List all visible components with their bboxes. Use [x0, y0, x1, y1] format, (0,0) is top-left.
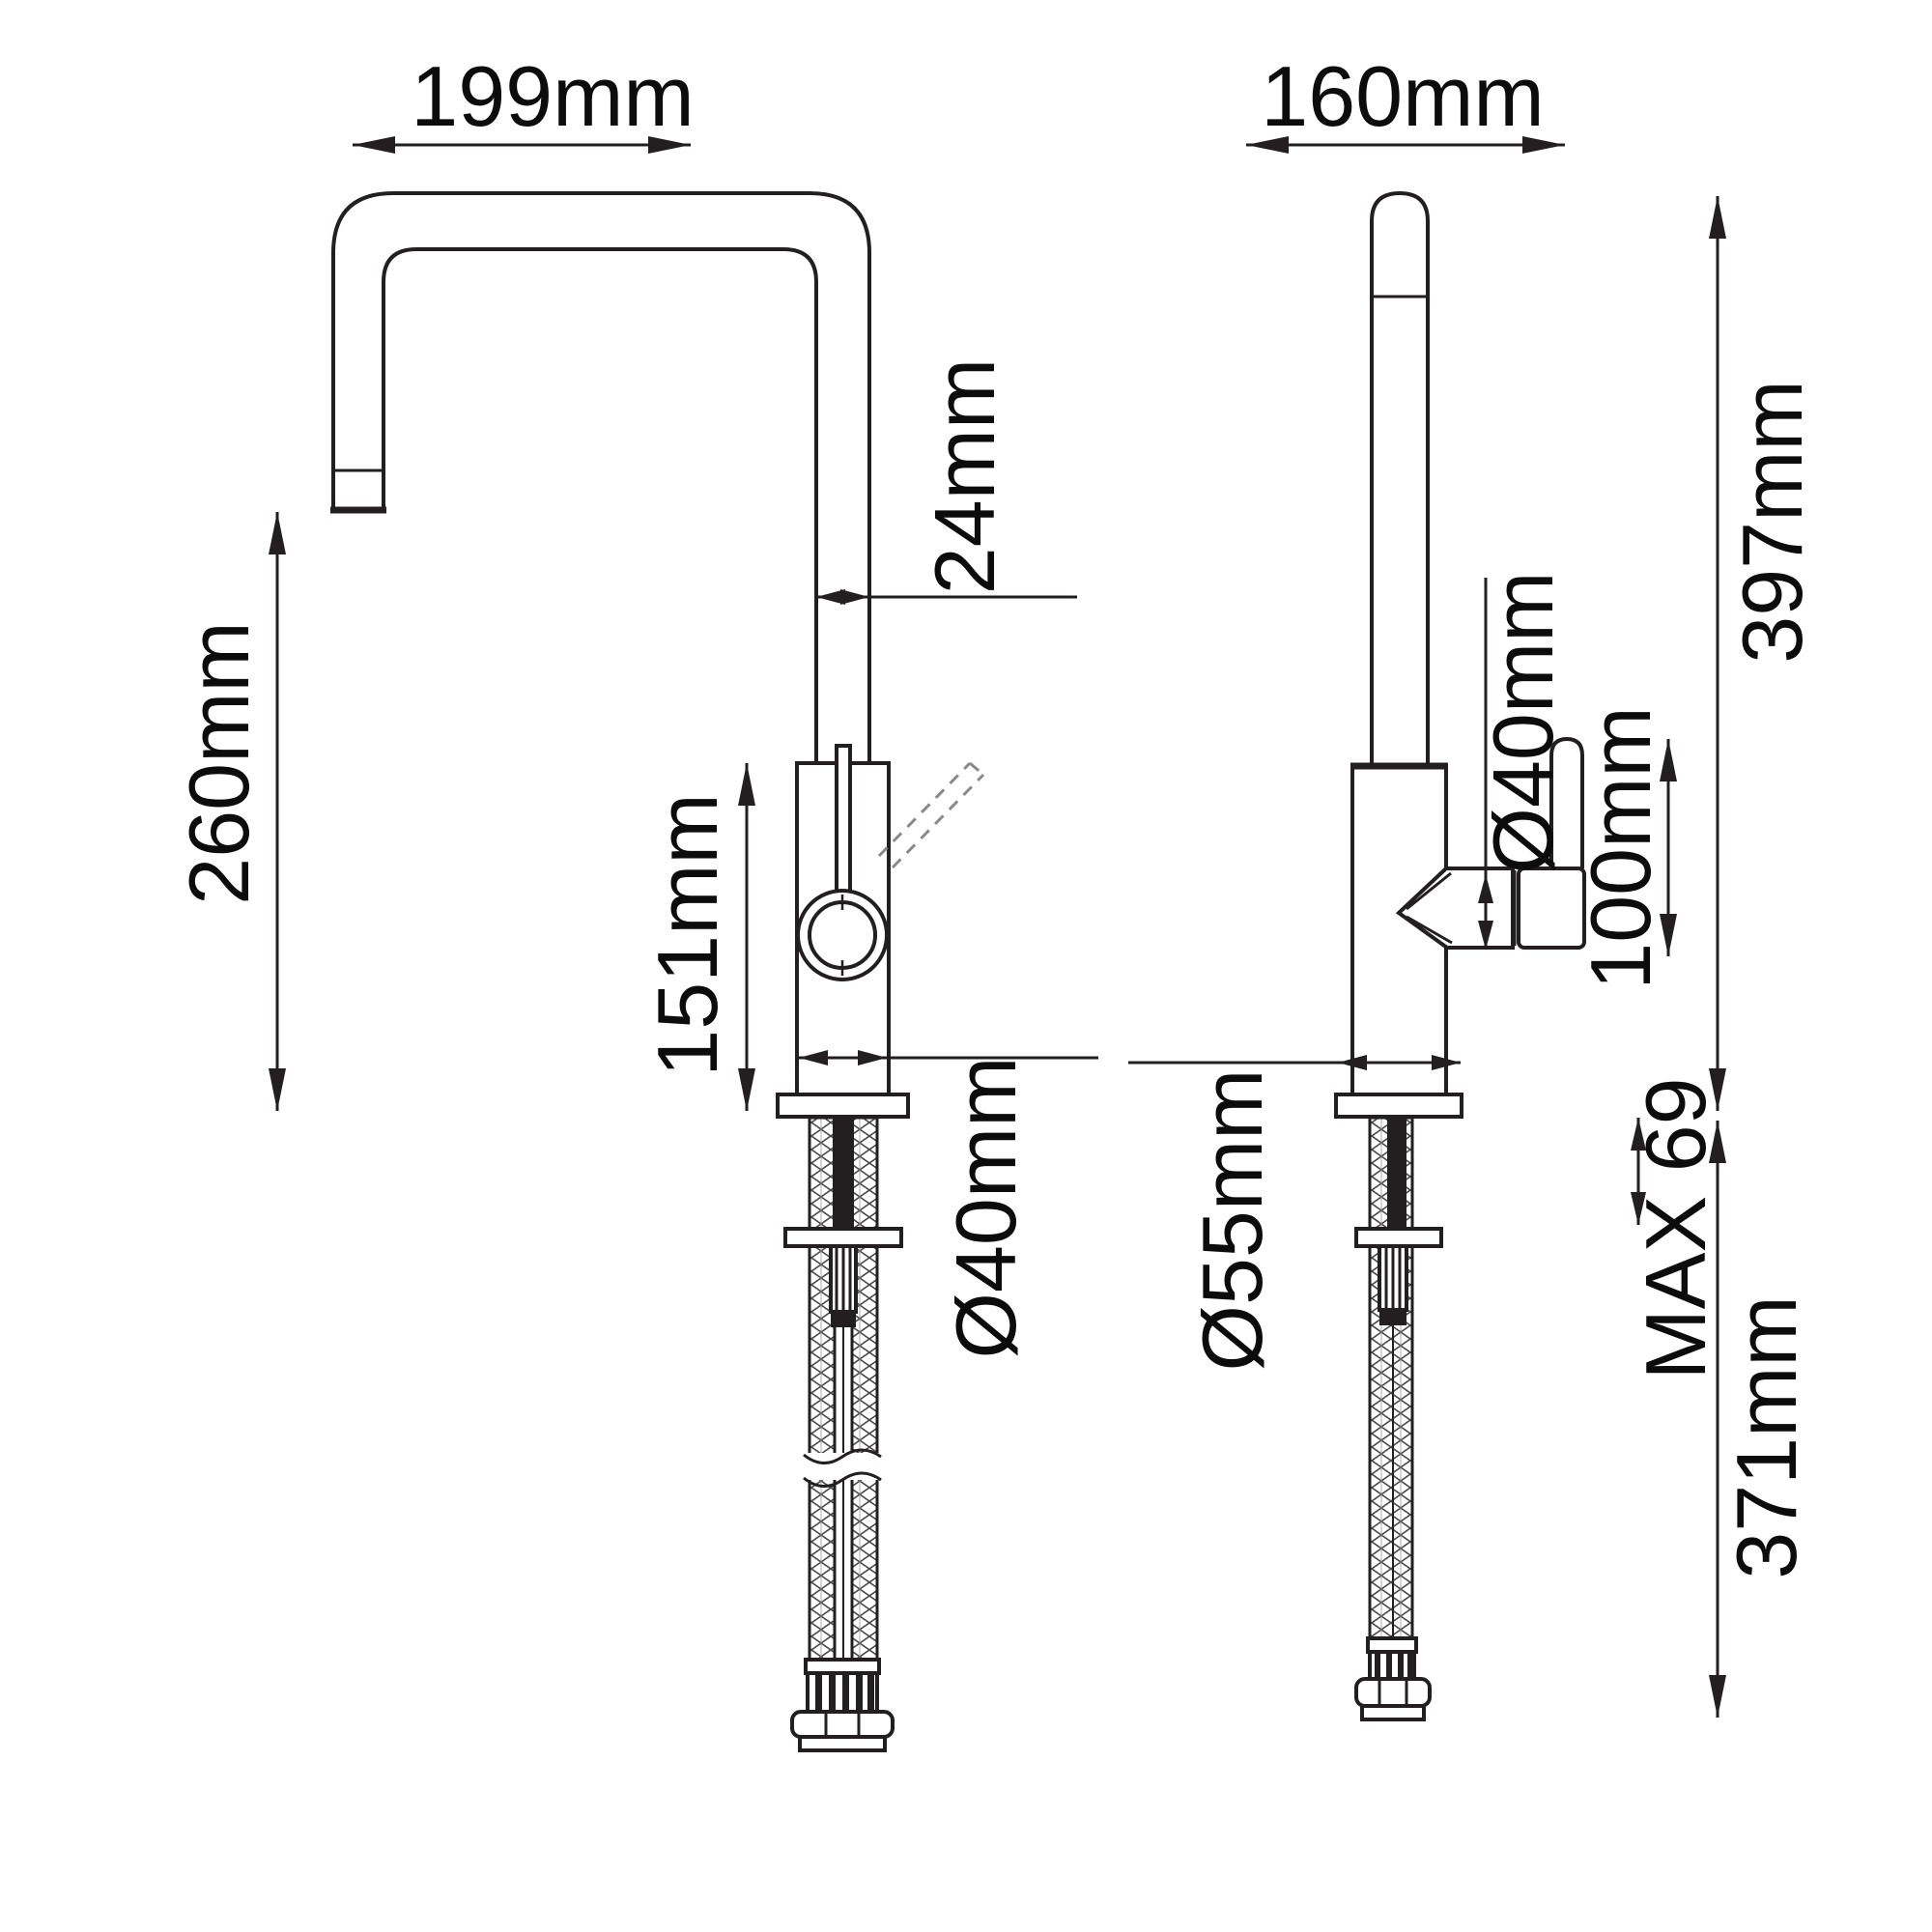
handle-pin	[835, 744, 852, 895]
arrowhead-up	[1478, 874, 1493, 903]
dim-body-height-label: 151mm	[639, 793, 735, 1076]
arrowhead-down	[1709, 1068, 1726, 1111]
dim-body-height: 151mm	[639, 763, 755, 1111]
mounting-stud-upper	[1387, 1118, 1406, 1229]
mounting-washer	[783, 1227, 903, 1248]
spout-inner-contour	[382, 247, 818, 763]
hose-rib	[1407, 1652, 1413, 1679]
dim-base-diameter-label: Ø55mm	[1184, 1069, 1280, 1372]
hose-collar	[804, 1658, 881, 1675]
stud-tip	[831, 1312, 856, 1327]
arrowhead-down	[1478, 921, 1493, 950]
hose-end-plate	[798, 1735, 887, 1752]
arrowhead-right	[648, 136, 691, 154]
dim-total-height: 397mm	[1709, 196, 1820, 1111]
arrowhead-right	[1522, 136, 1565, 154]
arrowhead-up	[1709, 196, 1726, 239]
chevron-inner-line	[1406, 915, 1453, 945]
hose-end-plate	[1360, 1704, 1426, 1721]
stud-tip	[1379, 1310, 1406, 1325]
dim-handle-knob-diameter-label: Ø40mm	[1475, 572, 1571, 874]
dim-body-diameter-label: Ø40mm	[938, 1057, 1034, 1359]
dim-spout-depth: 160mm	[1246, 48, 1565, 154]
base-flange	[776, 1093, 910, 1119]
side-supply-hose	[1354, 1116, 1443, 1721]
dim-spout-reach: 199mm	[353, 48, 695, 154]
arrowhead-up	[1631, 1118, 1646, 1151]
dim-spout-tube-label: 24mm	[917, 358, 1012, 595]
dim-body-diameter: Ø40mm	[799, 1050, 1098, 1358]
dim-handle-length: 100mm	[1573, 706, 1677, 990]
tube-contour	[1370, 190, 1430, 766]
dim-spout-tube: 24mm	[816, 358, 1077, 605]
hose-hex-nut	[1354, 1677, 1432, 1708]
hose-rib	[1375, 1652, 1380, 1679]
arrowhead-right	[840, 589, 869, 605]
hose-rib	[829, 1673, 836, 1712]
arrowhead-down	[269, 1068, 286, 1111]
front-supply-hoses	[783, 1116, 903, 1752]
hose-rib	[1398, 1652, 1404, 1679]
arrowhead-left	[816, 589, 845, 605]
side-spout-tube	[1370, 190, 1430, 766]
arrowhead-left	[799, 1050, 828, 1065]
arrowhead-up	[269, 512, 286, 554]
mounting-washer	[1354, 1227, 1443, 1248]
dim-spout-depth-label: 160mm	[1261, 48, 1544, 144]
arrowhead-left	[1338, 1055, 1367, 1070]
dim-under-counter-length: 371mm	[1709, 1121, 1814, 1718]
front-view: 199mm 260mm 24mm 151mm Ø40mm	[171, 48, 1098, 1752]
hose-rib	[815, 1673, 822, 1712]
handle-lever-dashed	[877, 761, 985, 869]
hose-hex-nut	[790, 1710, 895, 1739]
hose-break	[803, 1448, 882, 1488]
dim-spout-clearance: 260mm	[171, 512, 286, 1111]
hose-rib	[856, 1673, 863, 1712]
hose-rib	[842, 1673, 849, 1712]
mounting-stud-upper	[833, 1118, 854, 1229]
spout-outer-contour	[331, 191, 871, 763]
arrowhead-left	[1246, 136, 1289, 154]
dim-spout-reach-label: 199mm	[411, 48, 694, 144]
handle-base	[1517, 867, 1586, 950]
base-flange	[1334, 1093, 1463, 1119]
arrowhead-right	[858, 1050, 887, 1065]
hose-braid-right	[850, 1116, 879, 1663]
chevron-inner-line	[1406, 871, 1452, 911]
arrowhead-down	[1709, 1675, 1726, 1718]
dim-spout-clearance-label: 260mm	[171, 621, 267, 904]
handle-lever	[1549, 736, 1584, 868]
hose-rib	[867, 1673, 874, 1712]
hose-end-fittings	[790, 1658, 895, 1752]
dim-max-deck-thickness: MAX 69	[1628, 1077, 1723, 1379]
arrowhead-right	[1432, 1055, 1461, 1070]
dim-total-height-label: 397mm	[1724, 380, 1820, 663]
arrowhead-down	[1660, 914, 1677, 956]
hose-end-fittings	[1354, 1636, 1432, 1721]
arrowhead-up	[738, 763, 755, 806]
side-view: 160mm Ø40mm 100mm 397mm Ø55mm	[1128, 48, 1820, 1721]
spout	[330, 191, 871, 763]
arrowhead-down	[1631, 1192, 1646, 1225]
dim-under-counter-length-label: 371mm	[1719, 1295, 1814, 1578]
hose-collar	[1366, 1636, 1418, 1654]
dim-handle-knob-diameter: Ø40mm	[1475, 572, 1571, 950]
dim-handle-length-label: 100mm	[1573, 706, 1668, 989]
dim-max-deck-thickness-label: MAX 69	[1628, 1077, 1723, 1379]
dim-base-diameter: Ø55mm	[1128, 1055, 1461, 1371]
hose-rib	[1386, 1652, 1392, 1679]
arrowhead-down	[738, 1068, 755, 1111]
arrowhead-left	[353, 136, 395, 154]
arrowhead-up	[1660, 739, 1677, 781]
front-body	[776, 744, 985, 1119]
arrowhead-up	[1709, 1121, 1726, 1163]
hose-braid-left	[808, 1116, 837, 1663]
